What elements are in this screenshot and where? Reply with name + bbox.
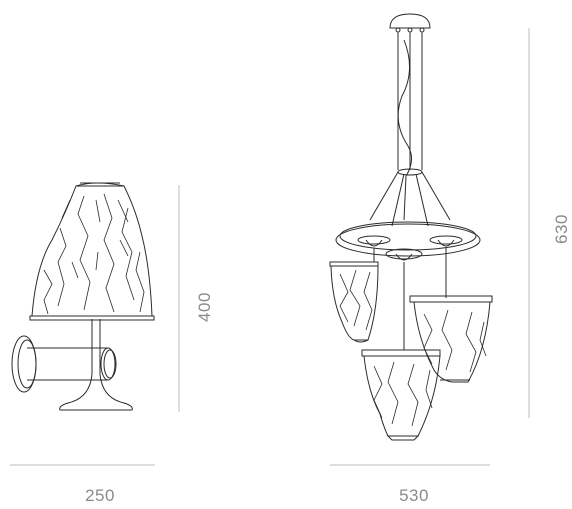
- lamp-stem: [91, 319, 101, 374]
- canopy-disc: [335, 223, 481, 257]
- chandelier: [329, 13, 493, 441]
- dimension-lines: [10, 28, 530, 466]
- wall-lamp: [11, 182, 155, 411]
- wall-lamp-width-label: 250: [85, 486, 115, 505]
- chandelier-width-label: 530: [399, 486, 429, 505]
- pendant-shade-center: [361, 349, 441, 441]
- lamp-shade: [31, 185, 153, 317]
- wall-arm: [27, 347, 108, 381]
- suspension-cables: [397, 32, 423, 170]
- ceiling-canopy: [389, 13, 431, 29]
- wall-lamp-height-label: 400: [195, 292, 214, 322]
- chandelier-height-label: 630: [552, 214, 571, 244]
- lamp-base: [59, 373, 133, 411]
- pendant-shade-right: [409, 295, 493, 383]
- pendant-shade-left: [329, 261, 379, 343]
